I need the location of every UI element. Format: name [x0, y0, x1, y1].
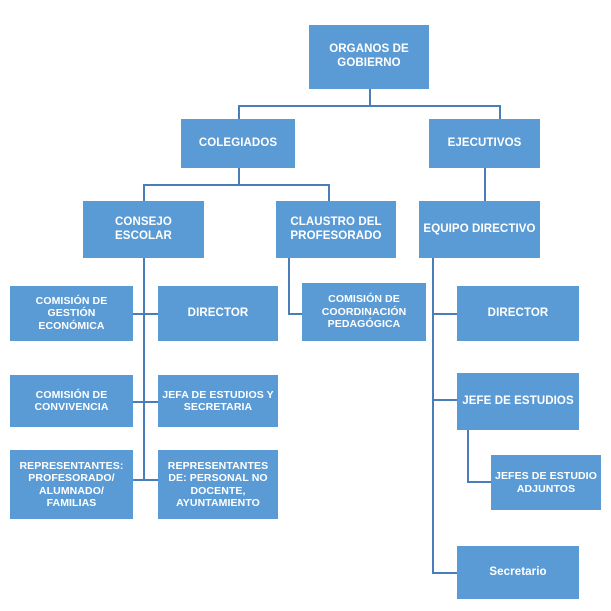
- connector-equipo-to-jefe-estudios: [432, 399, 457, 401]
- connector-jefe-estudios-down: [467, 430, 469, 482]
- connector-equipo-spine: [432, 258, 434, 573]
- connector-consejo-to-jefa: [143, 401, 158, 403]
- node-organos-de-gobierno[interactable]: ORGANOS DE GOBIERNO: [309, 25, 429, 89]
- connector-to-claustro: [328, 184, 330, 201]
- connector-root-down: [369, 89, 371, 106]
- connector-ejecutivos-down: [484, 168, 486, 201]
- node-comision-de-gestion-economica[interactable]: COMISIÓN DE GESTIÓN ECONÓMICA: [10, 286, 133, 341]
- node-director-consejo-escolar[interactable]: DIRECTOR: [158, 286, 278, 341]
- connector-to-consejo-escolar: [143, 184, 145, 201]
- node-jefes-de-estudio-adjuntos[interactable]: JEFES DE ESTUDIO ADJUNTOS: [491, 455, 601, 510]
- node-director-equipo-directivo[interactable]: DIRECTOR: [457, 286, 579, 341]
- node-consejo-escolar[interactable]: CONSEJO ESCOLAR: [83, 201, 204, 258]
- node-comision-de-convivencia[interactable]: COMISIÓN DE CONVIVENCIA: [10, 375, 133, 427]
- connector-consejo-spine: [143, 258, 145, 480]
- connector-equipo-to-director: [432, 313, 457, 315]
- node-jefe-de-estudios[interactable]: JEFE DE ESTUDIOS: [457, 373, 579, 430]
- connector-claustro-spine: [288, 258, 290, 313]
- node-representantes-profesorado-alumnado-familias[interactable]: REPRESENTANTES: PROFESORADO/ ALUMNADO/ F…: [10, 450, 133, 519]
- connector-colegiados-bus: [143, 184, 330, 186]
- connector-to-ejecutivos: [499, 105, 501, 119]
- connector-colegiados-down: [238, 168, 240, 185]
- node-ejecutivos[interactable]: EJECUTIVOS: [429, 119, 540, 168]
- node-representantes-personal-no-docente-ayuntamiento[interactable]: REPRESENTANTES DE: PERSONAL NO DOCENTE, …: [158, 450, 278, 519]
- connector-to-colegiados: [238, 105, 240, 119]
- connector-root-bus: [238, 105, 501, 107]
- connector-consejo-to-convivencia: [133, 401, 143, 403]
- connector-claustro-to-coordinacion: [288, 313, 302, 315]
- connector-consejo-to-director: [143, 313, 158, 315]
- node-secretario[interactable]: Secretario: [457, 546, 579, 599]
- node-jefa-de-estudios-y-secretaria[interactable]: JEFA DE ESTUDIOS Y SECRETARIA: [158, 375, 278, 427]
- node-comision-de-coordinacion-pedagogica[interactable]: COMISIÓN DE COORDINACIÓN PEDAGÓGICA: [302, 283, 426, 341]
- connector-consejo-to-gestion: [133, 313, 143, 315]
- node-equipo-directivo[interactable]: EQUIPO DIRECTIVO: [419, 201, 540, 258]
- connector-consejo-to-representantes-prof: [133, 479, 143, 481]
- node-colegiados[interactable]: COLEGIADOS: [181, 119, 295, 168]
- connector-jefe-to-adjuntos: [467, 481, 491, 483]
- connector-consejo-to-representantes-pers: [143, 479, 158, 481]
- connector-equipo-to-secretario: [432, 572, 457, 574]
- node-claustro-del-profesorado[interactable]: CLAUSTRO DEL PROFESORADO: [276, 201, 396, 258]
